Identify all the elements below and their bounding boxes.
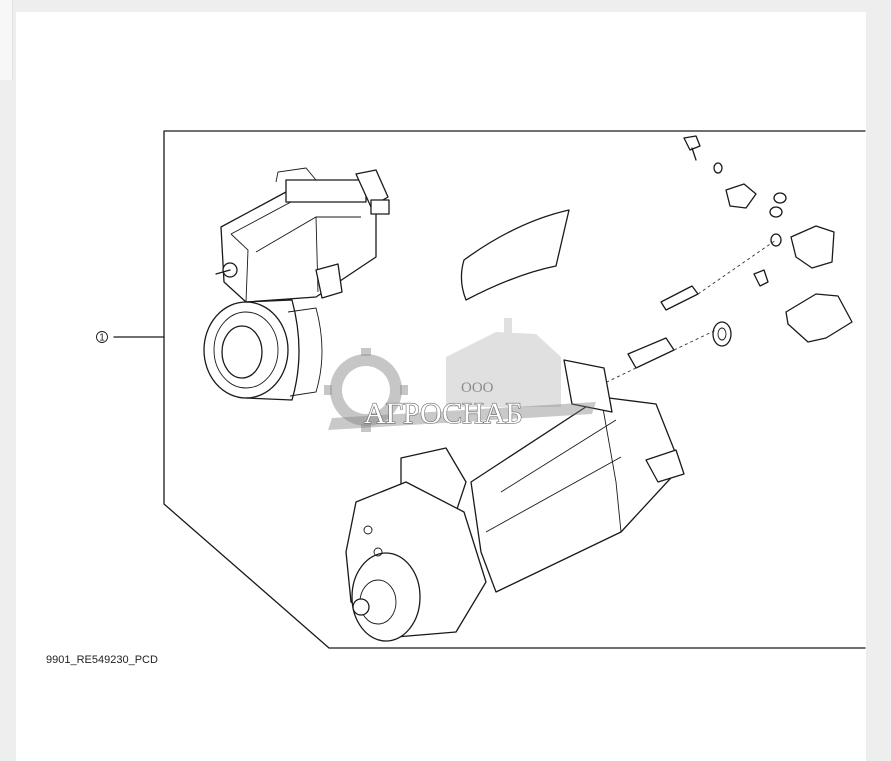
watermark-company-name: АГРОСНАБ [364,397,523,430]
drive-end-ring [203,299,323,401]
page-edge [0,0,13,80]
diagram-sheet: 1 [16,12,866,761]
gear-logo-icon [324,348,408,432]
solenoid-assembly [215,167,390,303]
callout-1[interactable]: 1 [96,331,165,344]
hardware-parts [585,135,853,393]
diagram-frame [163,130,866,649]
part-code-label: 9901_RE549230_PCD [46,654,158,666]
callout-number: 1 [99,333,105,344]
starter-motor-body [345,359,685,642]
starter-exploded-diagram: 1 [96,130,866,649]
agrosnab-watermark: ООО АГРОСНАБ [324,318,596,432]
watermark-company-form: ООО [461,380,494,396]
tractor-logo-icon [446,318,561,407]
brush-band [460,209,570,301]
